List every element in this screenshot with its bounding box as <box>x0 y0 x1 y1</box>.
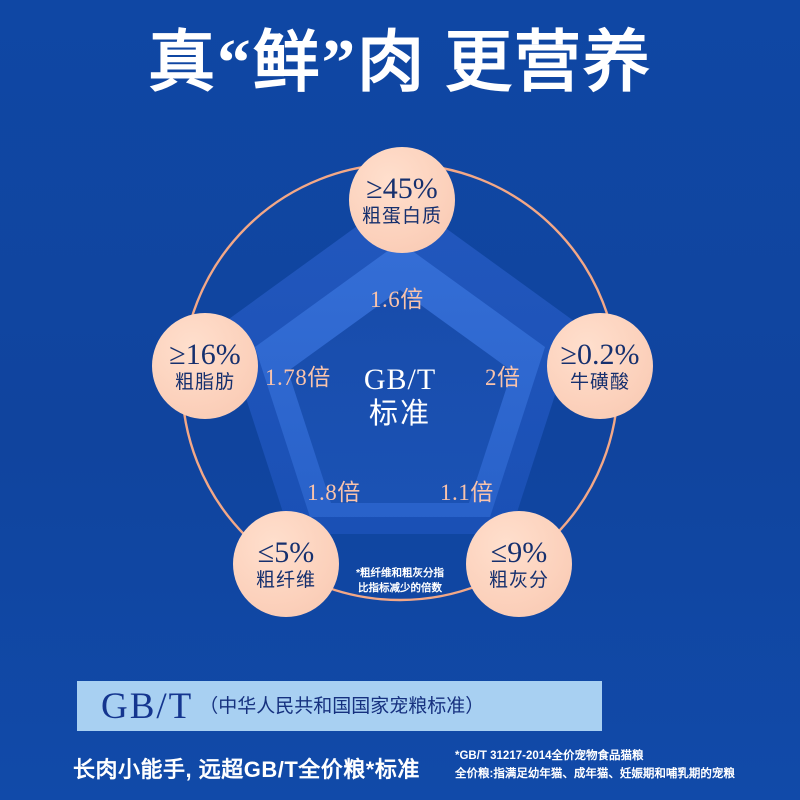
bubble-taurine[interactable]: ≥0.2% 牛磺酸 <box>547 313 653 419</box>
bubble-value: ≥16% <box>169 337 241 371</box>
multiplier-crude-fiber: 1.8倍 <box>307 480 361 505</box>
bubble-value: ≤5% <box>257 535 315 569</box>
bubble-label: 牛磺酸 <box>569 372 630 394</box>
multiplier-crude-ash: 1.1倍 <box>440 480 494 505</box>
bottom-tagline: 长肉小能手, 远超GB/T全价粮*标准 <box>73 757 420 782</box>
multiplier-crude-protein: 1.6倍 <box>370 287 424 312</box>
page-title: 真“鲜”肉 更营养 <box>148 26 652 100</box>
bubble-label: 粗脂肪 <box>174 372 235 394</box>
bubble-crude-ash[interactable]: ≤9% 粗灰分 <box>466 511 572 617</box>
bubble-value: ≥45% <box>366 171 438 205</box>
multiplier-crude-fat: 1.78倍 <box>265 365 331 390</box>
footnote-line-1: *粗纤维和粗灰分指 <box>355 567 445 579</box>
bubble-crude-protein[interactable]: ≥45% 粗蛋白质 <box>349 147 455 253</box>
gbt-description: （中华人民共和国国家宠粮标准） <box>199 695 485 717</box>
bubble-crude-fiber[interactable]: ≤5% 粗纤维 <box>233 511 339 617</box>
footnote-line-2: 比指标减少的倍数 <box>358 582 442 595</box>
fineprint-line-1: *GB/T 31217-2014全价宠物食品猫粮 <box>455 750 644 762</box>
multiplier-taurine: 2倍 <box>485 365 521 390</box>
center-word: 标准 <box>368 398 431 431</box>
center-code: GB/T <box>363 363 437 396</box>
gbt-code: GB/T <box>101 685 194 727</box>
bubble-label: 粗纤维 <box>255 570 316 592</box>
fineprint-line-2: 全价粮:指满足幼年猫、成年猫、妊娠期和哺乳期的宠粮 <box>455 767 735 780</box>
radar-graphics <box>180 162 620 602</box>
diagram-footnote: *粗纤维和粗灰分指 比指标减少的倍数 <box>100 566 700 596</box>
center-standard-label: GB/T 标准 <box>100 362 700 432</box>
gbt-standard-banner: GB/T （中华人民共和国国家宠粮标准） <box>77 681 602 731</box>
bubble-crude-fat[interactable]: ≥16% 粗脂肪 <box>152 313 258 419</box>
bubble-label: 粗蛋白质 <box>361 206 442 228</box>
nutrition-radar-diagram: ≥45% 粗蛋白质 ≥0.2% 牛磺酸 ≤9% 粗灰分 ≤5% 粗纤维 ≥16%… <box>100 130 700 650</box>
bubble-value: ≤9% <box>490 535 548 569</box>
legal-fineprint: *GB/T 31217-2014全价宠物食品猫粮 全价粮:指满足幼年猫、成年猫、… <box>455 748 735 784</box>
bubble-value: ≥0.2% <box>560 337 640 371</box>
bubble-label: 粗灰分 <box>488 570 549 592</box>
pentagon-inner <box>288 290 512 503</box>
